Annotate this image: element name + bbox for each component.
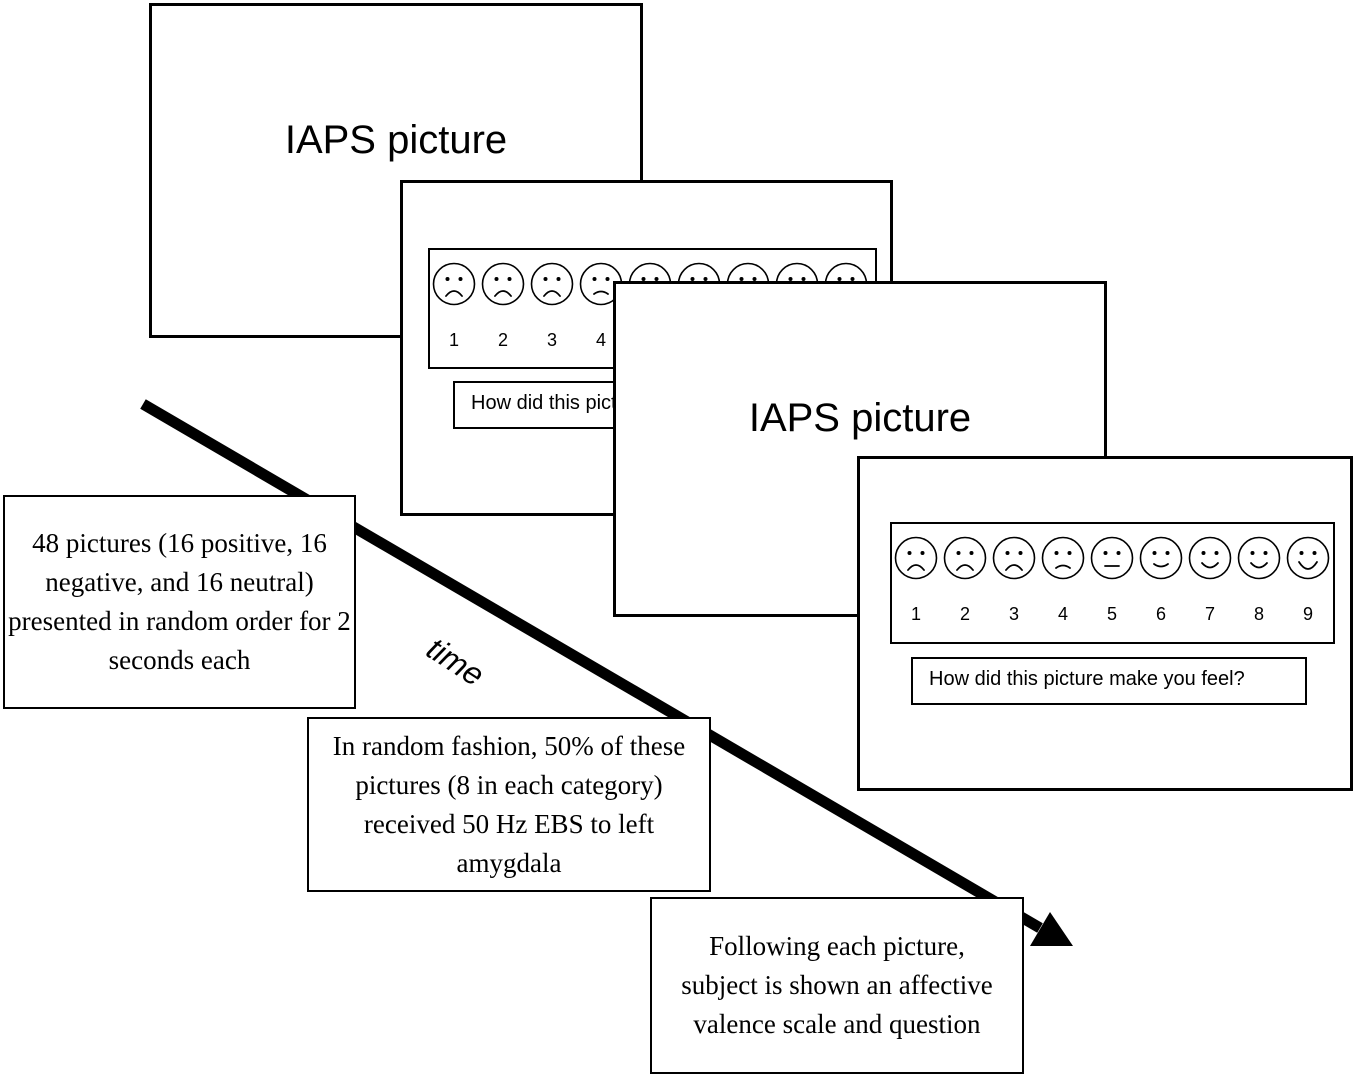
scale-number: 9 bbox=[1302, 604, 1313, 624]
big-smile-icon bbox=[1286, 536, 1330, 580]
rating-panel-2: 1 2 3 4 5 6 7 8 9 How did this picture make you … bbox=[857, 456, 1353, 791]
note-text: Following each picture, subject is shown… bbox=[681, 931, 993, 1039]
valence-scale: 1 2 3 4 5 6 7 8 9 bbox=[890, 522, 1335, 644]
scale-number: 1 bbox=[448, 330, 459, 350]
note-text: In random fashion, 50% of these pictures… bbox=[332, 730, 686, 878]
slight-frown-icon bbox=[1041, 536, 1085, 580]
scale-number: 7 bbox=[1204, 604, 1215, 624]
frown-icon bbox=[530, 262, 574, 306]
question-box: How did this picture make you feel? bbox=[911, 657, 1307, 705]
scale-number: 6 bbox=[1155, 604, 1166, 624]
panel-title: IAPS picture bbox=[284, 118, 508, 162]
note-text: 48 pictures (16 positive, 16 negative, a… bbox=[8, 528, 351, 675]
slight-frown-icon bbox=[579, 262, 623, 306]
frown-icon bbox=[481, 262, 525, 306]
scale-number: 5 bbox=[1106, 604, 1117, 624]
neutral-face-icon bbox=[1090, 536, 1134, 580]
scale-number: 2 bbox=[959, 604, 970, 624]
note-followup: Following each picture, subject is shown… bbox=[650, 897, 1024, 1074]
frown-icon bbox=[894, 536, 938, 580]
scale-number: 3 bbox=[1008, 604, 1019, 624]
frown-icon bbox=[432, 262, 476, 306]
panel-title: IAPS picture bbox=[748, 396, 972, 440]
note-ebs: In random fashion, 50% of these pictures… bbox=[307, 717, 711, 892]
scale-number: 1 bbox=[910, 604, 921, 624]
scale-number: 4 bbox=[1057, 604, 1068, 624]
scale-number: 3 bbox=[546, 330, 557, 350]
frown-icon bbox=[943, 536, 987, 580]
scale-number: 8 bbox=[1253, 604, 1264, 624]
frown-icon bbox=[992, 536, 1036, 580]
note-pictures: 48 pictures (16 positive, 16 negative, a… bbox=[3, 495, 356, 709]
slight-smile-icon bbox=[1139, 536, 1183, 580]
scale-number: 4 bbox=[595, 330, 606, 350]
smile-icon bbox=[1237, 536, 1281, 580]
smile-icon bbox=[1188, 536, 1232, 580]
scale-number: 2 bbox=[497, 330, 508, 350]
